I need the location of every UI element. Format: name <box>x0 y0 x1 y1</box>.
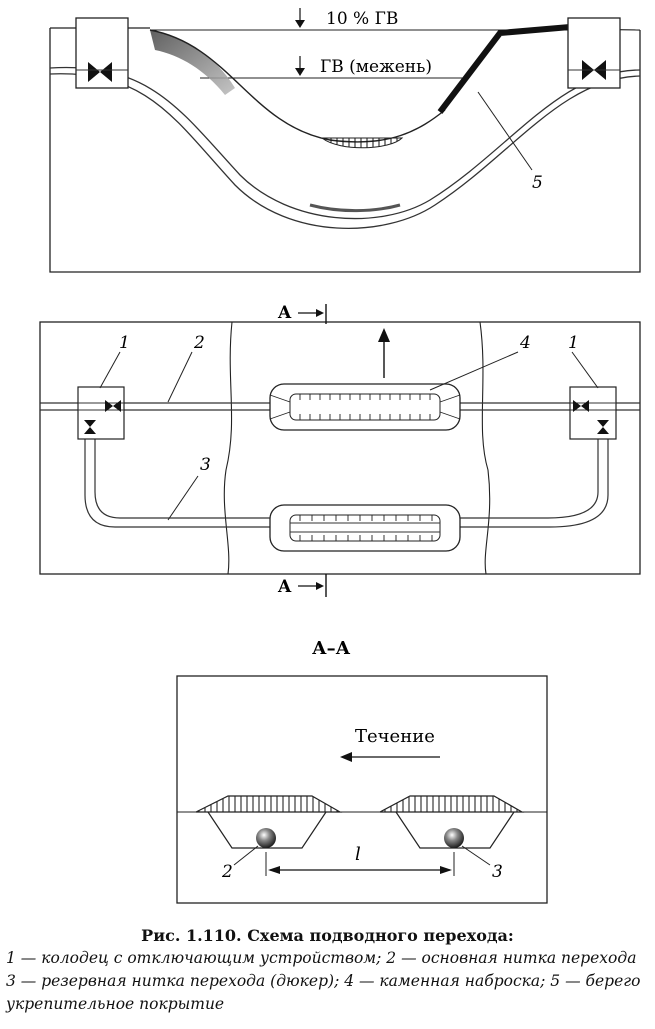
callout-3-leader <box>167 475 199 521</box>
profile-view: 10 % ГВ ГВ (межень) 5 <box>49 8 641 273</box>
valve-plan-left-v-icon <box>84 420 96 434</box>
well-chamber-right <box>567 17 621 89</box>
flow-arrow-left-icon <box>340 752 440 762</box>
figure-caption: Рис. 1.110. Схема подводного перехода: 1… <box>0 924 655 1016</box>
pipeline-profile-shadow <box>309 203 401 213</box>
section-arrow-bottom-icon <box>298 574 327 597</box>
riprap-mound-right <box>379 795 525 813</box>
reserve-line-outer <box>84 437 609 528</box>
well-chamber-left <box>75 17 129 89</box>
callout-1-right-leader <box>571 351 599 389</box>
section-callout-3: 3 <box>492 862 503 882</box>
valve-left-icon <box>88 62 112 82</box>
section-mark-top: A <box>277 303 292 323</box>
valve-plan-right-v-icon <box>597 420 609 434</box>
section-mark-bottom: A <box>277 577 292 597</box>
callout-2-leader <box>167 351 193 403</box>
callout-1-left-leader <box>99 351 121 389</box>
caption-line-3: укрепительное покрытие <box>6 995 225 1013</box>
pipe-section-main <box>256 828 276 848</box>
bank-protection <box>437 24 571 114</box>
riprap-mound-left <box>195 795 343 813</box>
pipeline-profile-inner <box>49 73 641 229</box>
plan-view: A A 1 2 4 1 3 <box>39 303 641 597</box>
valve-plan-right-h-icon <box>573 400 589 412</box>
callout-3: 3 <box>200 455 211 475</box>
profile-frame <box>49 28 641 273</box>
callout-4-leader <box>429 351 519 391</box>
riverbed <box>149 29 446 143</box>
well-plan-left <box>77 386 125 440</box>
spacing-label: l <box>355 844 361 865</box>
callout-2: 2 <box>193 333 205 353</box>
pipe-section-reserve <box>444 828 464 848</box>
trench-left <box>207 811 327 849</box>
pipeline-profile-outer <box>49 66 641 220</box>
section-frame <box>176 675 548 904</box>
callout-5-leader <box>477 91 533 171</box>
trench-right <box>395 811 515 849</box>
section-callout-2: 2 <box>221 862 233 882</box>
caption-title: Рис. 1.110. Схема подводного перехода: <box>141 926 514 945</box>
section-arrow-top-icon <box>298 304 327 324</box>
flow-label: Течение <box>355 726 435 747</box>
flood-level-label: 10 % ГВ <box>326 9 398 29</box>
section-callout-3-leader <box>461 845 491 866</box>
low-level-arrow-icon <box>295 56 305 76</box>
bank-shading <box>150 30 235 95</box>
section-callout-2-leader <box>233 845 259 866</box>
reserve-line-inner <box>94 437 599 519</box>
callout-1-right: 1 <box>568 333 579 353</box>
flow-direction-arrow-icon <box>378 328 390 378</box>
bank-line-right <box>479 321 491 575</box>
riprap-upper <box>269 383 461 431</box>
flood-level-arrow-icon <box>295 8 305 28</box>
spacing-dimension <box>265 852 455 876</box>
section-view: А–А Течение 2 3 l <box>176 638 548 904</box>
riverbed-hatch <box>320 137 404 149</box>
low-level-label: ГВ (межень) <box>320 57 432 77</box>
callout-4: 4 <box>519 333 531 353</box>
plan-frame <box>39 321 641 575</box>
callout-5: 5 <box>532 173 543 193</box>
well-plan-right <box>569 386 617 440</box>
bank-line-left <box>223 321 233 575</box>
riprap-lower <box>269 504 461 552</box>
callout-1-left: 1 <box>119 333 130 353</box>
caption-line-2: 3 — резервная нитка перехода (дюкер); 4 … <box>6 972 641 990</box>
caption-line-1: 1 — колодец с отключающим устройством; 2… <box>6 949 637 967</box>
section-title: А–А <box>312 638 351 659</box>
valve-plan-left-h-icon <box>105 400 121 412</box>
